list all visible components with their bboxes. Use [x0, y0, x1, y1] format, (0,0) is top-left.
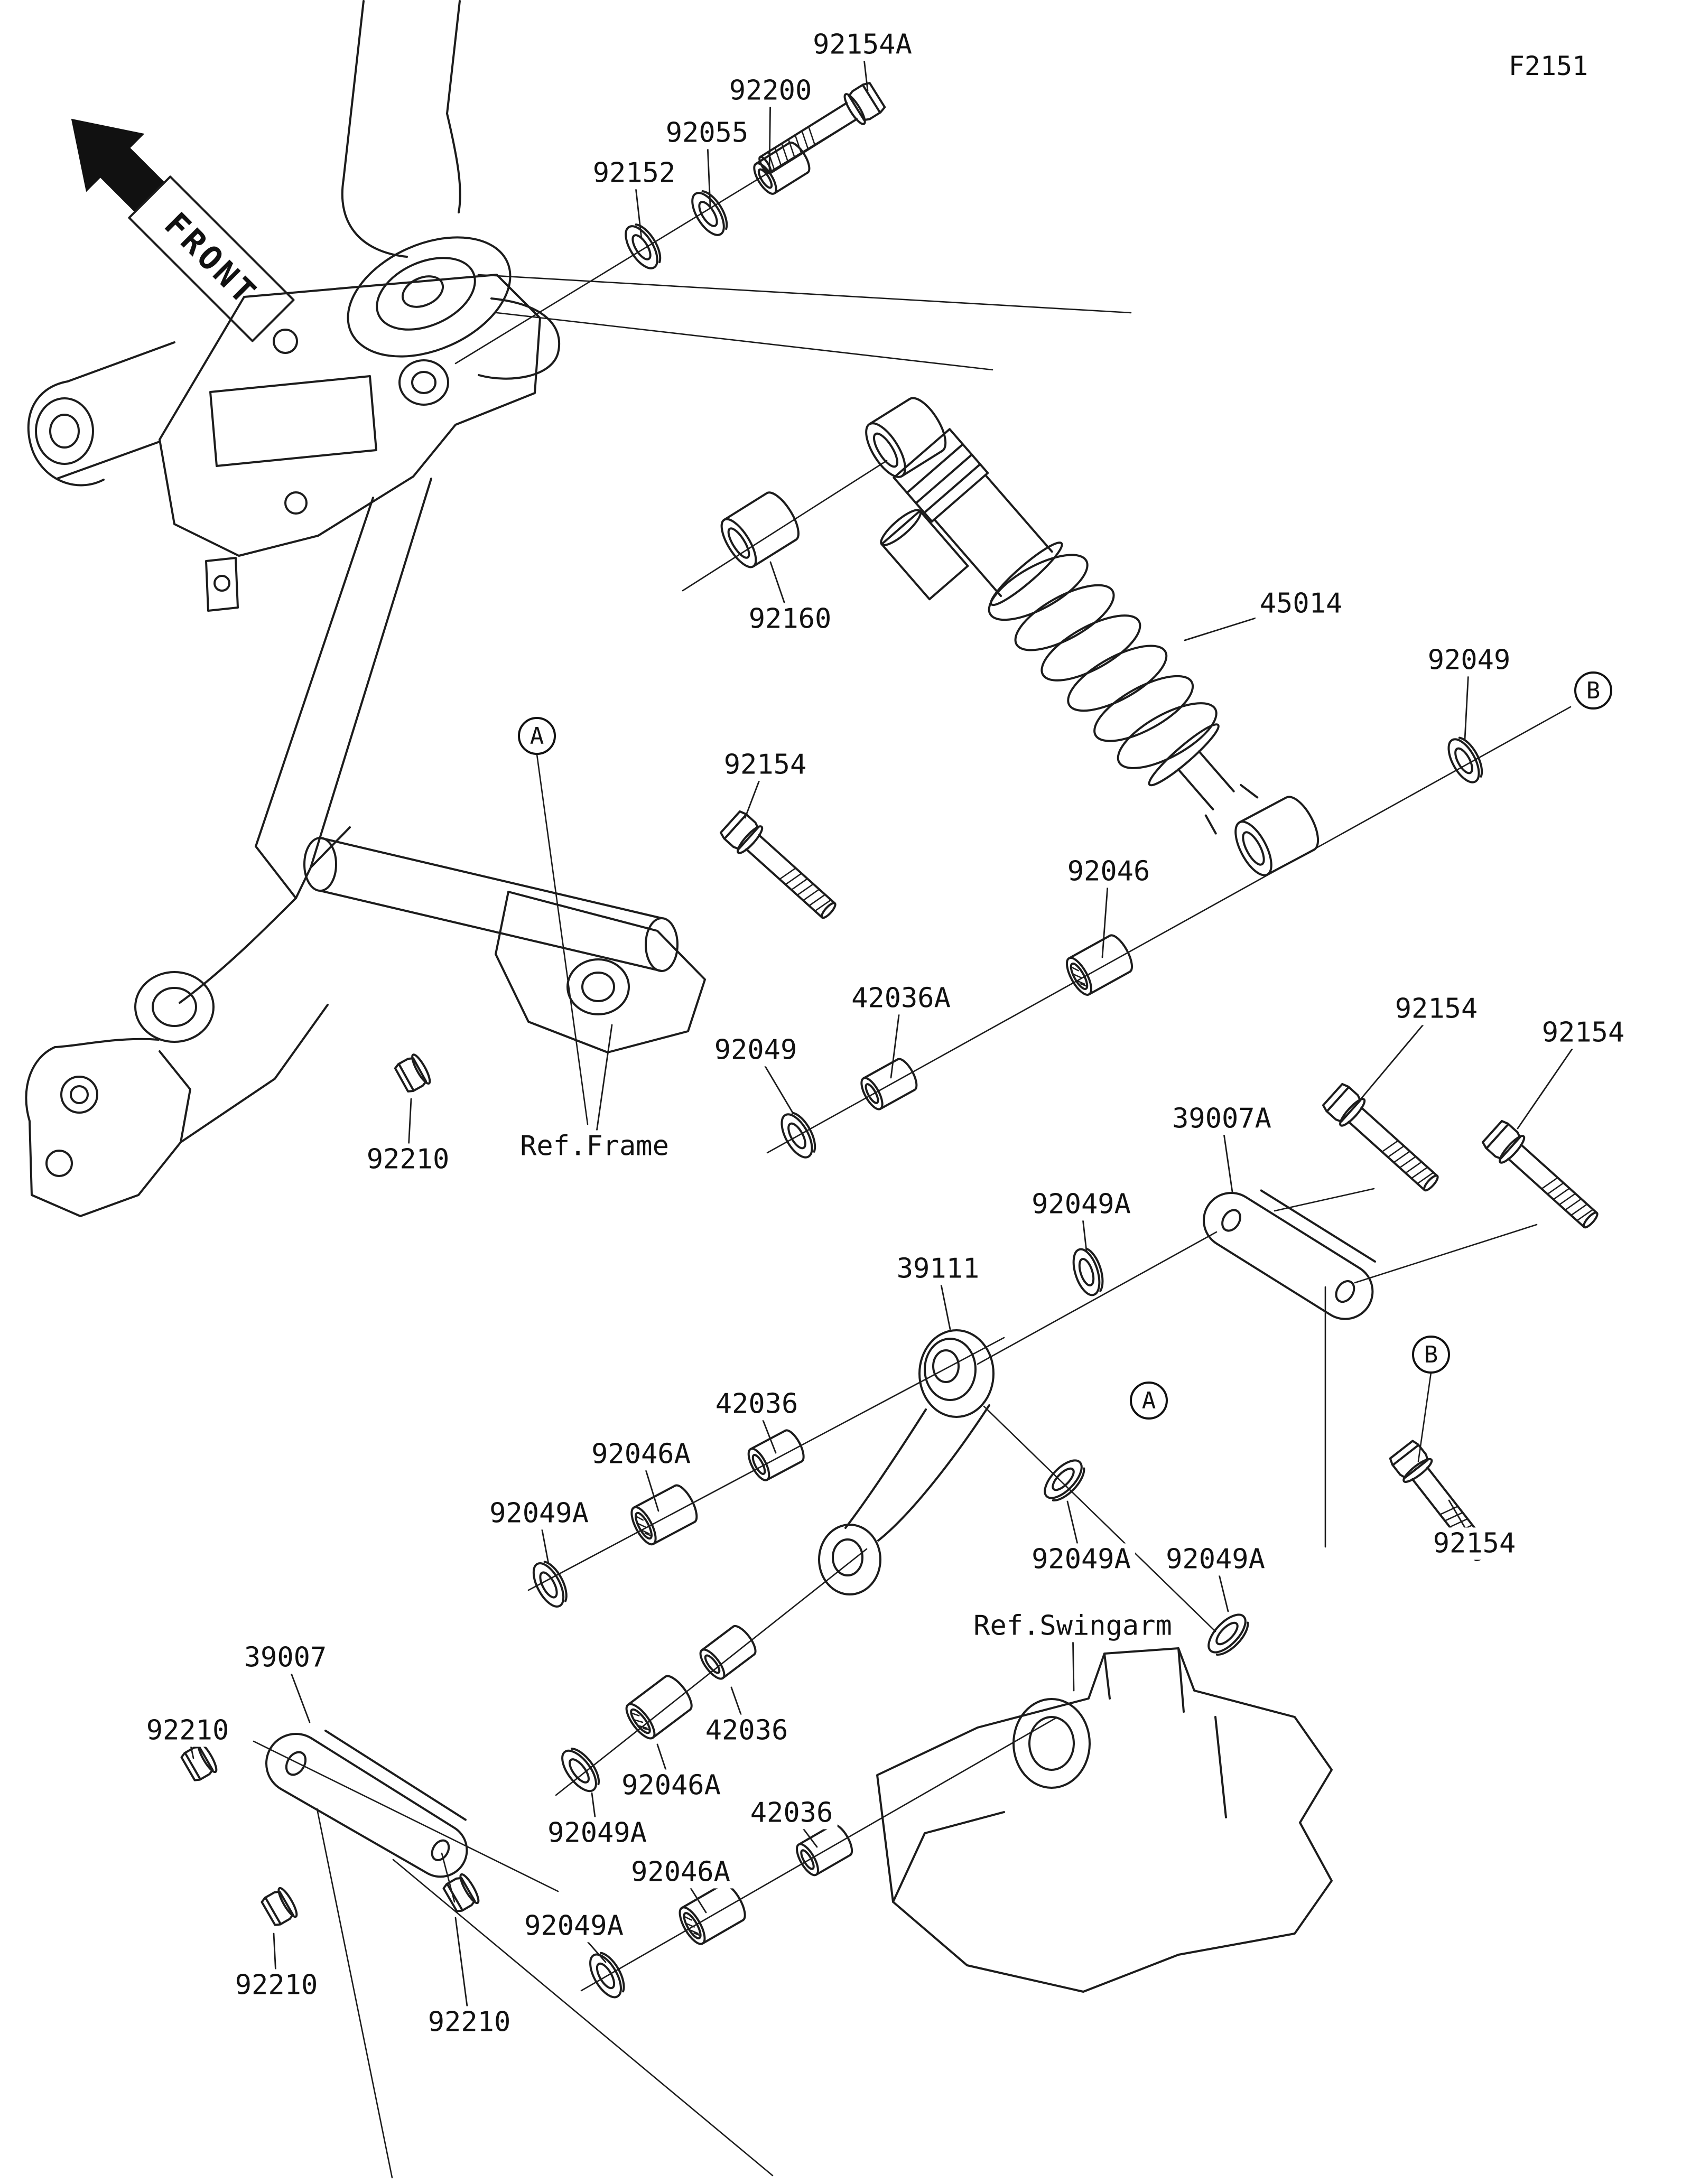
swingarm [876, 1647, 1333, 1993]
washer-92152 [618, 218, 668, 275]
sleeve-42036 [695, 1621, 761, 1684]
part-label-92046a: 92046A [627, 1856, 735, 1889]
part-label-92049a: 92049A [1027, 1188, 1135, 1221]
bearing-92046a [674, 1879, 751, 1949]
part-label-92154: 92154 [1390, 993, 1482, 1025]
part-label-92049a: 92049A [1162, 1543, 1269, 1576]
part-label-92049a: 92049A [1027, 1543, 1135, 1576]
part-label-92152: 92152 [588, 157, 680, 190]
part-label-92049: 92049 [710, 1034, 802, 1067]
washer-92049 [1441, 732, 1489, 788]
washer-92049a [583, 1947, 631, 2003]
callout-b: B [1574, 671, 1612, 710]
part-label-42036: 42036 [701, 1714, 793, 1747]
part-label-ref-swingarm: Ref.Swingarm [969, 1610, 1176, 1642]
fasteners [179, 79, 1606, 2003]
part-label-92154: 92154 [719, 749, 811, 781]
part-label-39007a: 39007A [1168, 1103, 1276, 1135]
bearing-92046 [1061, 930, 1138, 1000]
shock-top-eye [865, 397, 947, 478]
nut-92210 [259, 1885, 301, 1929]
bushing-92160 [720, 491, 800, 568]
part-label-92049a: 92049A [485, 1497, 593, 1530]
sleeve-42036a [856, 1054, 922, 1114]
callout-a: A [518, 717, 556, 755]
part-label-92200: 92200 [724, 74, 816, 107]
part-label-92210: 92210 [362, 1143, 454, 1176]
part-label-42036a: 42036A [847, 982, 955, 1015]
part-label-39007: 39007 [239, 1641, 331, 1674]
washer-92049a [527, 1557, 572, 1611]
bracket-39007 [265, 1729, 468, 1878]
frame [25, 0, 706, 1217]
bearing-92046a [620, 1670, 698, 1744]
part-label-42036: 42036 [746, 1797, 838, 1830]
bolt-92154 [1320, 1080, 1446, 1199]
washer-92049a [1037, 1453, 1092, 1508]
part-label-92154: 92154 [1428, 1527, 1520, 1560]
leader-line [454, 1917, 470, 2023]
collar-92200 [749, 138, 815, 198]
part-label-45014: 45014 [1255, 587, 1347, 620]
callout-b: B [1412, 1336, 1450, 1374]
bracket-39007a [1203, 1189, 1377, 1320]
construction-lines [253, 122, 1572, 2179]
front-arrow: FRONT [71, 118, 295, 342]
bearing-92046a [627, 1482, 701, 1547]
part-label-92154: 92154 [1537, 1016, 1629, 1049]
washer-92049a [1067, 1244, 1109, 1300]
front-arrow-glyph [71, 118, 165, 212]
part-label-92046a: 92046A [617, 1769, 725, 1802]
part-label-92046a: 92046A [587, 1438, 695, 1471]
nut-92210 [392, 1051, 434, 1096]
nut-92210 [179, 1740, 220, 1784]
sleeve-42036 [745, 1427, 807, 1483]
part-label-39111: 39111 [892, 1253, 984, 1285]
part-label-92210: 92210 [230, 1969, 322, 2002]
part-label-92049a: 92049A [520, 1910, 628, 1943]
sleeve-42036 [792, 1820, 857, 1880]
part-label-42036: 42036 [711, 1388, 803, 1421]
leader-lines [187, 44, 1584, 2023]
part-label-92160: 92160 [744, 603, 836, 636]
figure-code: F2151 [1508, 51, 1588, 81]
part-label-92154a: 92154A [809, 29, 916, 61]
rocker-arm [818, 1329, 995, 1595]
part-label-92055: 92055 [661, 117, 753, 150]
part-label-92049a: 92049A [543, 1817, 651, 1850]
part-label-92049: 92049 [1423, 644, 1515, 677]
leader-line [593, 1024, 613, 1147]
bolt-92154 [1479, 1117, 1606, 1236]
part-label-92210: 92210 [142, 1714, 234, 1747]
front-label-box [128, 175, 295, 342]
washer-92049a [1201, 1608, 1256, 1662]
callout-a: A [1130, 1382, 1168, 1420]
bolt-92154 [717, 808, 844, 927]
part-label-ref-frame: Ref.Frame [516, 1130, 673, 1163]
part-label-92210: 92210 [423, 2006, 515, 2039]
shock-absorber [880, 428, 1259, 835]
shock-bottom-eye [1234, 796, 1320, 876]
part-label-92046: 92046 [1063, 855, 1155, 888]
